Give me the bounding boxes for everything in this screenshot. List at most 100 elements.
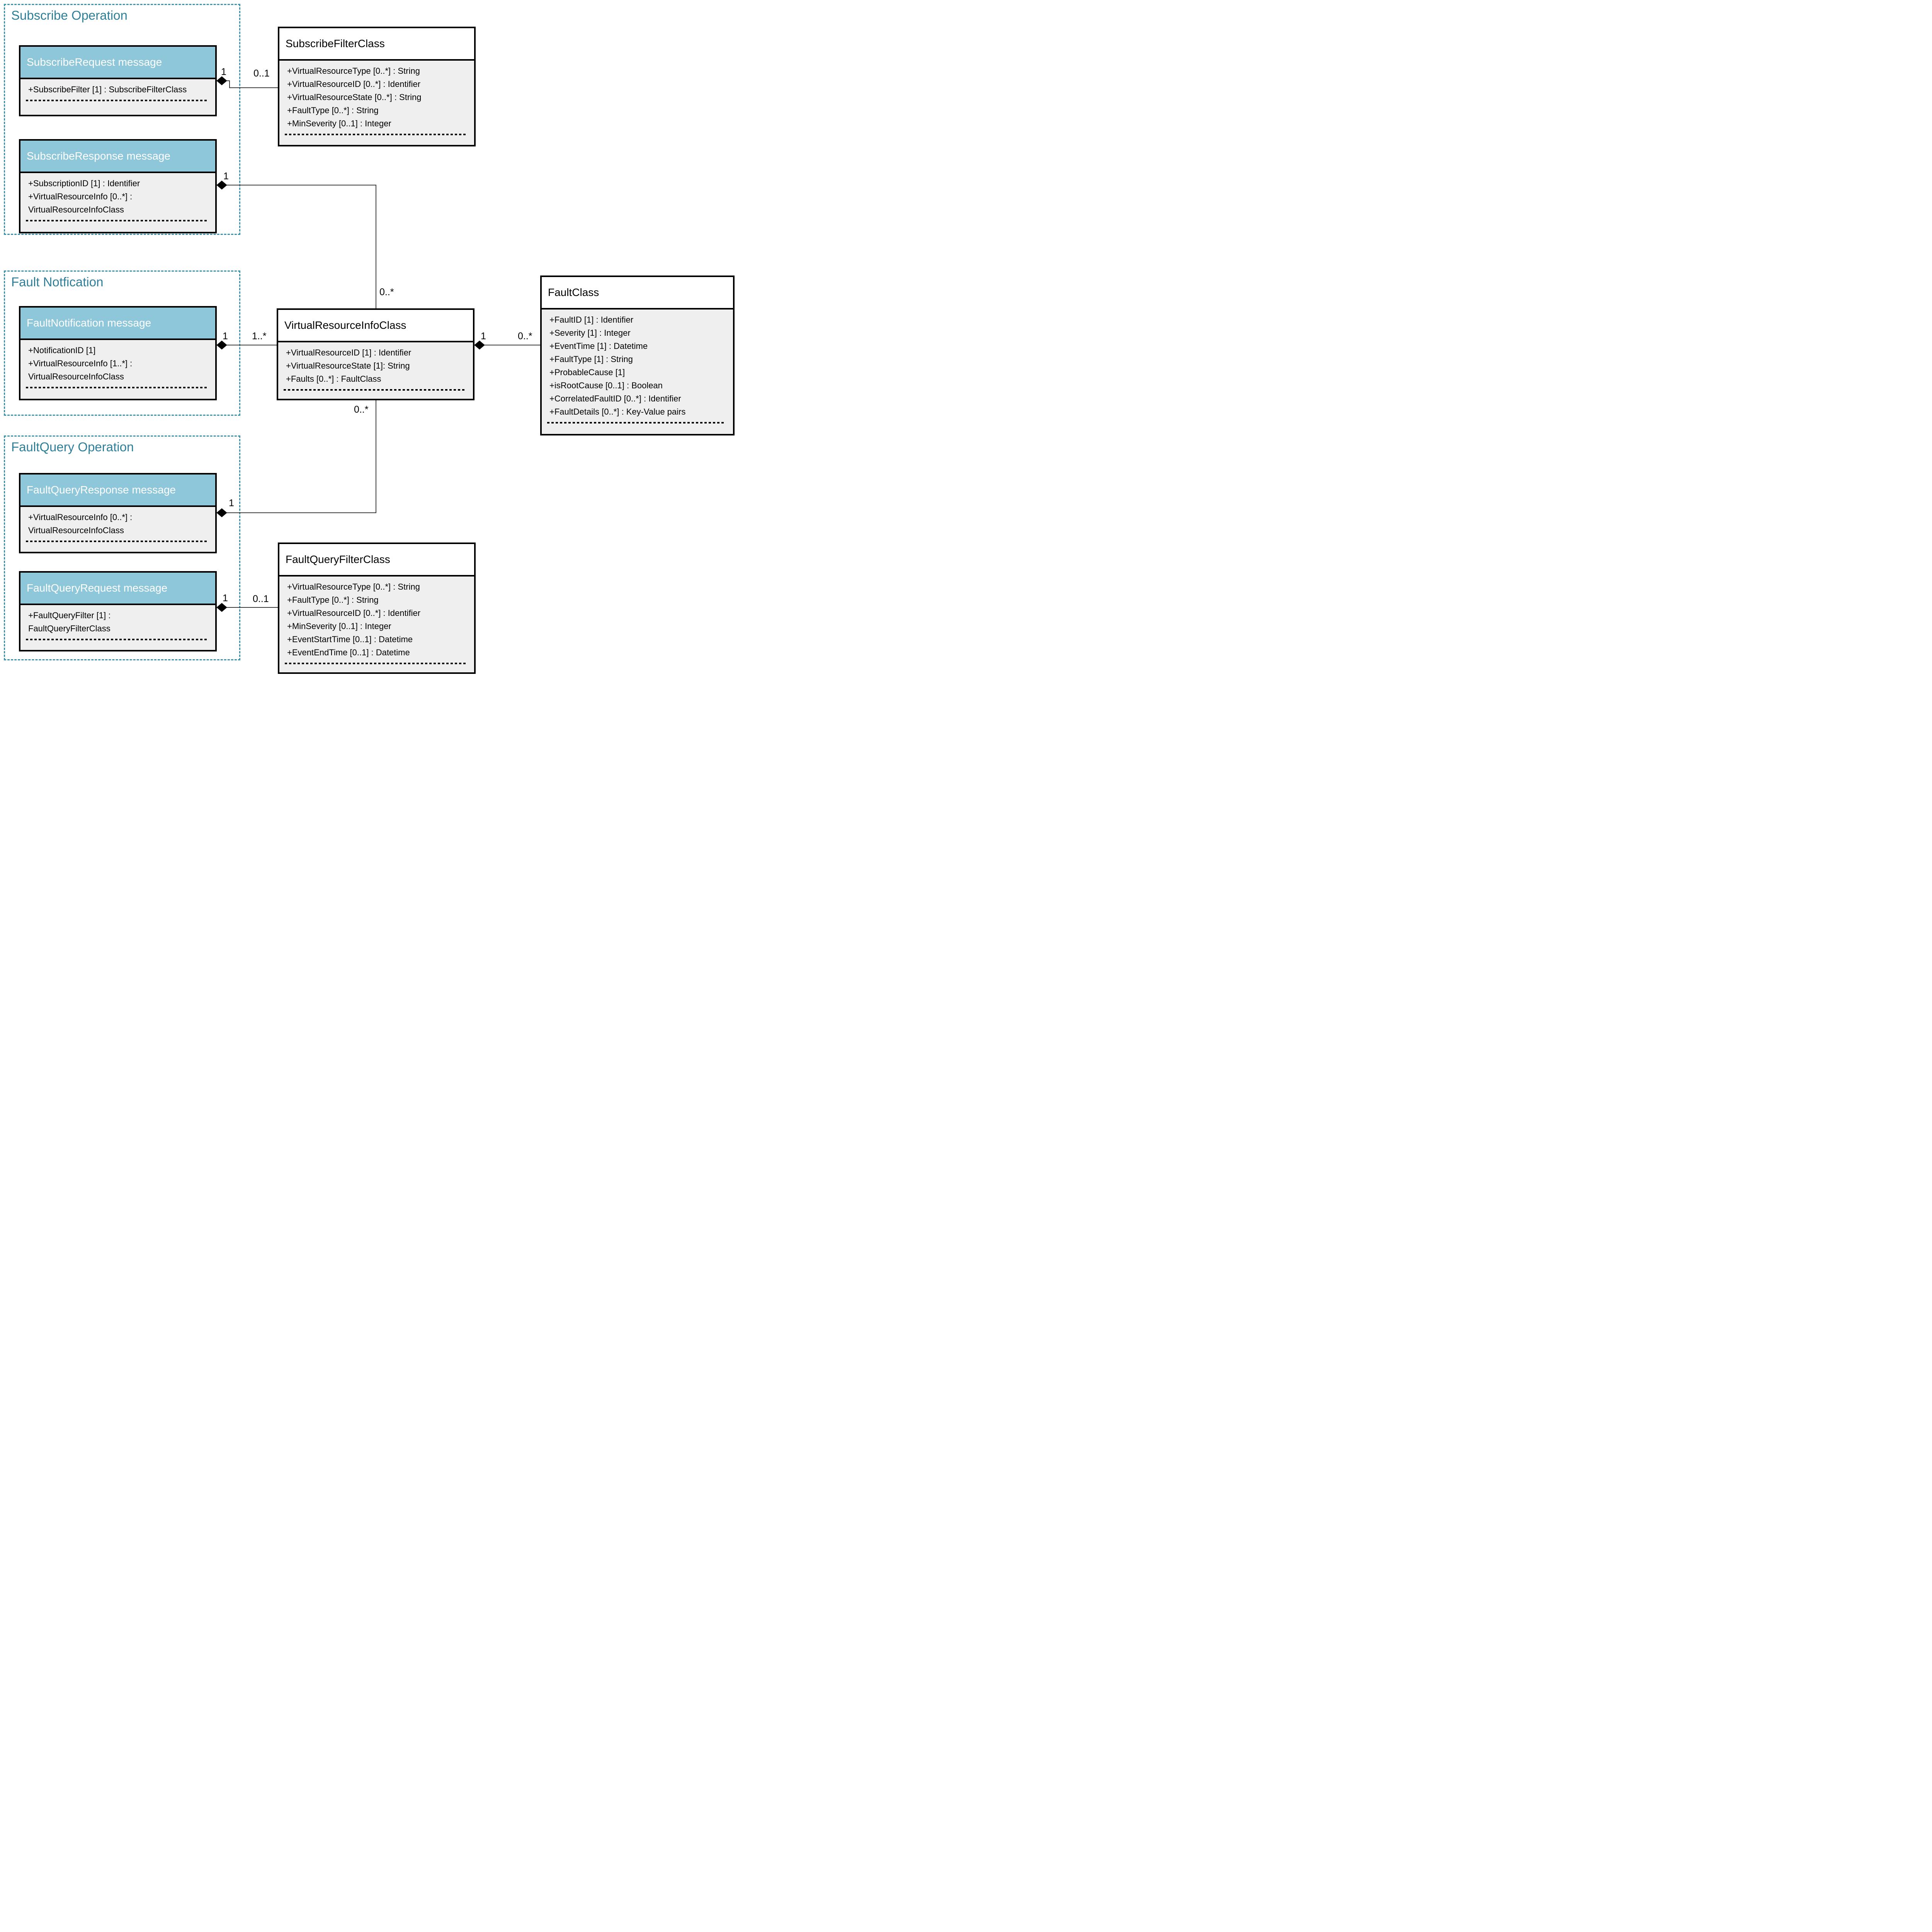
attribute: VirtualResourceInfoClass bbox=[28, 372, 124, 381]
class-box-faultquery-filter-class: FaultQueryFilterClass +VirtualResourceTy… bbox=[278, 543, 476, 674]
class-title: VirtualResourceInfoClass bbox=[284, 319, 406, 331]
compartment-separator bbox=[284, 389, 465, 391]
multiplicity-label: 0..* bbox=[518, 331, 532, 342]
attribute: +EventTime [1] : Datetime bbox=[549, 341, 648, 351]
multiplicity-label: 1 bbox=[221, 66, 226, 77]
compartment-separator bbox=[285, 663, 466, 664]
attributes-compartment: +FaultID [1] : Identifier +Severity [1] … bbox=[542, 310, 733, 423]
association-line-subscriberesponse-virtualresourceinfoclass bbox=[227, 185, 376, 308]
association-line-faultqueryresponse-virtualresourceinfoclass bbox=[227, 400, 376, 513]
attributes-compartment: +FaultQueryFilter [1] : FaultQueryFilter… bbox=[20, 605, 215, 640]
attribute: VirtualResourceInfoClass bbox=[28, 205, 124, 214]
attribute: +Severity [1] : Integer bbox=[549, 328, 631, 338]
group-fault-notification: Fault Notfication bbox=[4, 270, 240, 416]
class-box-fault-notification-message: FaultNotification message +NotificationI… bbox=[19, 306, 217, 400]
attribute: +ProbableCause [1] bbox=[549, 367, 625, 377]
multiplicity-label: 0..* bbox=[379, 287, 394, 298]
group-faultquery-operation: FaultQuery Operation bbox=[4, 435, 240, 660]
class-header: SubscribeRequest message bbox=[20, 47, 215, 79]
attribute: +VirtualResourceInfo [1..*] : bbox=[28, 359, 133, 368]
group-label-subscribe-operation: Subscribe Operation bbox=[11, 8, 128, 22]
group-label-faultquery-operation: FaultQuery Operation bbox=[11, 440, 134, 454]
class-header: FaultNotification message bbox=[20, 308, 215, 340]
multiplicity-label: 1 bbox=[481, 331, 486, 342]
multiplicity-label: 1 bbox=[223, 331, 228, 342]
attributes-compartment: +SubscriptionID [1] : Identifier +Virtua… bbox=[20, 173, 215, 221]
compartment-separator bbox=[26, 541, 207, 542]
compartment-separator bbox=[26, 100, 207, 101]
compartment-separator bbox=[26, 387, 207, 388]
attribute: +NotificationID [1] bbox=[28, 345, 96, 355]
multiplicity-label: 1 bbox=[223, 593, 228, 604]
multiplicity-label: 1 bbox=[223, 171, 229, 182]
compartment-separator bbox=[285, 134, 466, 135]
attribute: +SubscriptionID [1] : Identifier bbox=[28, 179, 140, 188]
attribute: +VirtualResourceID [1] : Identifier bbox=[286, 348, 412, 357]
attribute: +VirtualResourceType [0..*] : String bbox=[287, 66, 420, 76]
multiplicity-label: 1 bbox=[229, 498, 234, 509]
class-box-faultquery-response: FaultQueryResponse message +VirtualResou… bbox=[19, 473, 217, 553]
attribute: +FaultDetails [0..*] : Key-Value pairs bbox=[549, 407, 686, 417]
class-box-faultquery-request: FaultQueryRequest message +FaultQueryFil… bbox=[19, 571, 217, 651]
class-title: SubscribeResponse message bbox=[27, 150, 170, 162]
attributes-compartment: +VirtualResourceID [1] : Identifier +Vir… bbox=[278, 342, 473, 391]
class-title: FaultNotification message bbox=[27, 317, 151, 329]
attribute: +VirtualResourceState [1]: String bbox=[286, 361, 410, 371]
class-title: SubscribeRequest message bbox=[27, 56, 162, 68]
attribute: +FaultType [1] : String bbox=[549, 354, 633, 364]
class-box-fault-class: FaultClass +FaultID [1] : Identifier +Se… bbox=[540, 276, 735, 435]
attributes-compartment: +VirtualResourceType [0..*] : String +Fa… bbox=[279, 577, 474, 664]
attributes-compartment: +VirtualResourceInfo [0..*] : VirtualRes… bbox=[20, 507, 215, 542]
class-title: FaultQueryFilterClass bbox=[286, 553, 390, 565]
uml-class-diagram: Subscribe Operation Fault Notfication Fa… bbox=[0, 0, 738, 676]
attribute: +VirtualResourceType [0..*] : String bbox=[287, 582, 420, 592]
compartment-separator bbox=[26, 639, 207, 640]
attribute: FaultQueryFilterClass bbox=[28, 624, 111, 633]
attribute: +Faults [0..*] : FaultClass bbox=[286, 374, 381, 384]
class-header: FaultQueryResponse message bbox=[20, 474, 215, 507]
class-title: SubscribeFilterClass bbox=[286, 37, 385, 49]
class-header: FaultClass bbox=[542, 277, 733, 310]
attribute: +FaultType [0..*] : String bbox=[287, 595, 379, 605]
attribute: +FaultType [0..*] : String bbox=[287, 105, 379, 115]
attribute: +VirtualResourceInfo [0..*] : bbox=[28, 192, 133, 201]
attribute: +SubscribeFilter [1] : SubscribeFilterCl… bbox=[28, 85, 187, 94]
attribute: +isRootCause [0..1] : Boolean bbox=[549, 381, 663, 390]
multiplicity-label: 0..1 bbox=[253, 68, 270, 79]
attribute: +VirtualResourceID [0..*] : Identifier bbox=[287, 608, 421, 618]
multiplicity-label: 0..1 bbox=[253, 594, 269, 604]
class-title: FaultQueryResponse message bbox=[27, 484, 176, 496]
class-header: SubscribeFilterClass bbox=[279, 28, 474, 61]
class-title: FaultQueryRequest message bbox=[27, 582, 168, 594]
attributes-compartment: +SubscribeFilter [1] : SubscribeFilterCl… bbox=[20, 79, 215, 101]
class-box-subscribe-filter-class: SubscribeFilterClass +VirtualResourceTyp… bbox=[278, 27, 476, 146]
compartment-separator bbox=[547, 422, 725, 423]
group-label-fault-notification: Fault Notfication bbox=[11, 275, 104, 289]
multiplicity-label: 1..* bbox=[252, 331, 267, 342]
attribute: +VirtualResourceID [0..*] : Identifier bbox=[287, 79, 421, 89]
attribute: +FaultID [1] : Identifier bbox=[549, 315, 634, 325]
class-box-subscribe-response: SubscribeResponse message +SubscriptionI… bbox=[19, 139, 217, 233]
class-header: VirtualResourceInfoClass bbox=[278, 310, 473, 342]
multiplicity-label: 0..* bbox=[354, 404, 369, 415]
class-title: FaultClass bbox=[548, 286, 599, 298]
compartment-separator bbox=[26, 220, 207, 221]
class-header: SubscribeResponse message bbox=[20, 141, 215, 173]
class-box-subscribe-request: SubscribeRequest message +SubscribeFilte… bbox=[19, 45, 217, 116]
attribute: +CorrelatedFaultID [0..*] : Identifier bbox=[549, 394, 681, 403]
attribute: +EventStartTime [0..1] : Datetime bbox=[287, 634, 413, 644]
group-subscribe-operation: Subscribe Operation bbox=[4, 4, 240, 235]
class-header: FaultQueryFilterClass bbox=[279, 544, 474, 577]
attribute: +VirtualResourceInfo [0..*] : bbox=[28, 512, 133, 522]
attribute: +FaultQueryFilter [1] : bbox=[28, 611, 111, 620]
attribute: +VirtualResourceState [0..*] : String bbox=[287, 92, 422, 102]
attribute: +MinSeverity [0..1] : Integer bbox=[287, 119, 391, 128]
class-box-virtual-resource-info-class: VirtualResourceInfoClass +VirtualResourc… bbox=[277, 308, 474, 400]
attribute: +EventEndTime [0..1] : Datetime bbox=[287, 648, 410, 657]
attributes-compartment: +VirtualResourceType [0..*] : String +Vi… bbox=[279, 61, 474, 135]
class-header: FaultQueryRequest message bbox=[20, 573, 215, 605]
attribute: VirtualResourceInfoClass bbox=[28, 526, 124, 535]
attributes-compartment: +NotificationID [1] +VirtualResourceInfo… bbox=[20, 340, 215, 388]
composition-diamond-virtualresourceinfoclass bbox=[474, 340, 485, 350]
attribute: +MinSeverity [0..1] : Integer bbox=[287, 621, 391, 631]
